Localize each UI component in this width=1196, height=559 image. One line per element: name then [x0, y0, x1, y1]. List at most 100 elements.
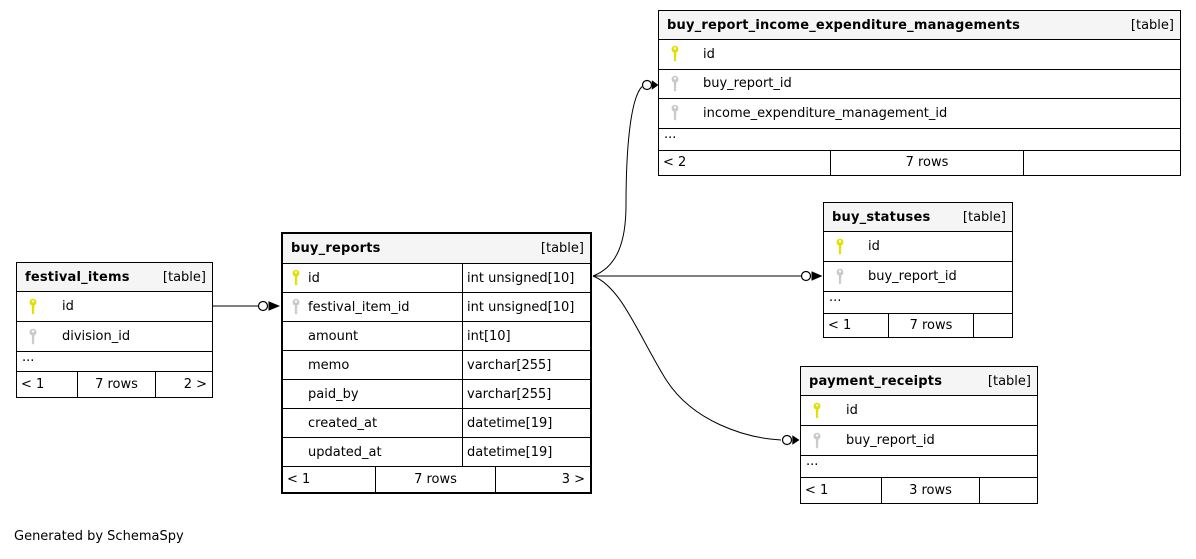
column-name: division_id [62, 329, 131, 344]
arrowhead-icon [792, 435, 800, 445]
truncated-columns-ellipsis: ... [801, 455, 1037, 477]
footer-children-count [979, 478, 1037, 503]
table-header: buy_statuses [table] [824, 203, 1012, 231]
column-name-cell: memo [283, 351, 462, 379]
column-name-cell: paid_by [283, 380, 462, 408]
table-type-tag: [table] [540, 241, 584, 256]
column-name: buy_report_id [846, 433, 935, 448]
table-header: buy_reports [table] [283, 234, 590, 263]
column-name: created_at [308, 415, 378, 431]
column-name-cell: festival_item_id [283, 293, 462, 321]
edge-buy-reports-to-buy-statuses [593, 270, 823, 282]
foreign-key-icon [812, 432, 822, 450]
column-row-buy-report-id: buy_report_id [659, 68, 1180, 99]
footer-parents-count: < 1 [828, 318, 852, 333]
primary-key-icon [812, 402, 822, 420]
footer-parents-count: < 1 [287, 472, 311, 487]
column-name: income_expenditure_management_id [703, 105, 948, 121]
column-row-id: id [17, 291, 212, 321]
footer-rows-count: 7 rows [77, 372, 155, 397]
table-buy-statuses: buy_statuses [table] id buy_report_id... < 1… [823, 202, 1013, 338]
footer-rows-count: 7 rows [888, 314, 973, 337]
column-name: id [703, 46, 715, 62]
column-name-cell: created_at [283, 409, 462, 437]
table-payment-receipts: payment_receipts [table] id buy_report_id..… [800, 366, 1038, 504]
column-name-cell: id [17, 292, 212, 321]
column-name-cell: updated_at [283, 438, 462, 466]
footer-rows-count: 7 rows [830, 150, 1023, 175]
column-row-id: id [824, 231, 1012, 261]
column-name: festival_item_id [308, 299, 410, 315]
column-name: amount [308, 328, 359, 344]
arrowhead-icon [651, 80, 659, 90]
primary-key-icon [670, 45, 680, 63]
table-name[interactable]: buy_reports [291, 241, 381, 256]
column-name-cell: buy_report_id [659, 70, 1180, 99]
arrowhead-icon [811, 271, 823, 281]
primary-key-icon [291, 269, 301, 287]
truncated-columns-ellipsis: ... [824, 291, 1012, 313]
primary-key-icon [835, 238, 845, 256]
column-name-cell: id [824, 232, 1012, 261]
table-footer: < 2 7 rows [659, 149, 1180, 175]
column-name: buy_report_id [703, 76, 792, 92]
foreign-key-icon [670, 104, 680, 122]
column-name-cell: income_expenditure_management_id [659, 99, 1180, 128]
column-row-created-at: created_at datetime[19] [283, 408, 590, 437]
table-name[interactable]: buy_statuses [832, 209, 931, 225]
table-name[interactable]: festival_items [25, 269, 130, 285]
column-name-cell: amount [283, 322, 462, 350]
column-type: int unsigned[10] [462, 264, 590, 292]
footer-children-count: 2 > [155, 372, 212, 397]
foreign-key-icon [670, 75, 680, 93]
column-row-id: id [801, 395, 1037, 425]
zero-or-one-circle [781, 434, 793, 446]
column-type: int unsigned[10] [462, 293, 590, 321]
column-name-cell: id [283, 264, 462, 292]
column-type: datetime[19] [462, 409, 590, 437]
foreign-key-icon [291, 298, 301, 316]
column-name: id [868, 239, 880, 254]
zero-or-one-circle [641, 79, 653, 91]
column-name: paid_by [308, 386, 359, 402]
table-name[interactable]: buy_report_income_expenditure_management… [667, 17, 1021, 33]
footer-parents-count: < 1 [805, 483, 829, 498]
table-type-tag: [table] [987, 373, 1031, 389]
footer-parents-count: < 1 [21, 377, 45, 392]
column-type: int[10] [462, 322, 590, 350]
foreign-key-icon [28, 328, 38, 346]
table-header: buy_report_income_expenditure_management… [659, 11, 1180, 39]
column-name-cell: buy_report_id [824, 262, 1012, 291]
arrowhead-icon [268, 301, 280, 311]
footer-children-count [1023, 150, 1180, 175]
table-header: payment_receipts [table] [801, 367, 1037, 395]
footer-parents-count: < 2 [663, 155, 687, 170]
footer-children-count [973, 314, 1012, 337]
foreign-key-icon [835, 268, 845, 286]
column-name-cell: buy_report_id [801, 426, 1037, 455]
table-type-tag: [table] [1130, 17, 1174, 33]
zero-or-one-circle [800, 270, 812, 282]
column-type: varchar[255] [462, 380, 590, 408]
zero-or-one-circle [257, 300, 269, 312]
column-name: buy_report_id [868, 269, 957, 284]
footer-rows-count: 7 rows [375, 467, 495, 492]
table-buy-report-income-expenditure-managements: buy_report_income_expenditure_management… [658, 10, 1181, 176]
table-name[interactable]: payment_receipts [809, 373, 943, 389]
column-row-id: id [659, 39, 1180, 69]
table-type-tag: [table] [162, 269, 206, 285]
table-type-tag: [table] [962, 209, 1006, 225]
edge-buy-reports-to-payment-receipts [592, 275, 800, 446]
edge-buy-reports-to-buy-report-income-expenditure-managements [592, 79, 659, 277]
column-row-income-expenditure-management-id: income_expenditure_management_id [659, 98, 1180, 128]
column-type: varchar[255] [462, 351, 590, 379]
column-name: updated_at [308, 444, 382, 460]
footer-children-count: 3 > [495, 467, 590, 492]
